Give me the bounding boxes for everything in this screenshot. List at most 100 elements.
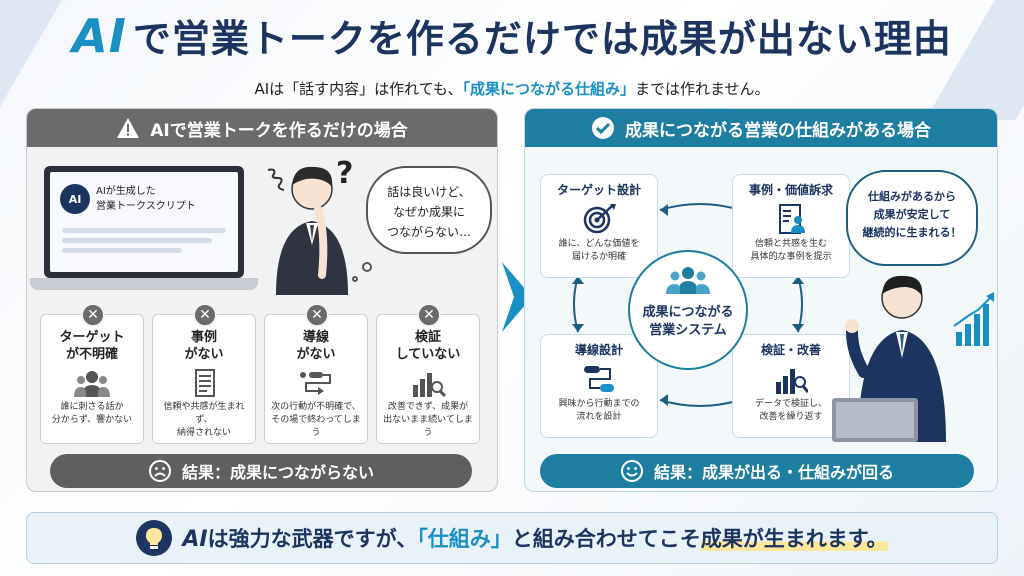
title-ai: AI (72, 9, 127, 63)
laptop-base (30, 278, 258, 290)
chart-search-icon (410, 369, 447, 398)
conclusion-mid: と組み合わせてこそ (511, 527, 701, 551)
flow-design-icon (582, 364, 616, 394)
conclusion-bar: AIは強力な武器ですが、「仕組み」と組み合わせてこそ成果が生まれます。 (26, 512, 998, 564)
subtitle-pre: AIは「話す内容」は作れても、 (254, 80, 463, 98)
target-icon (582, 204, 616, 234)
system-card-title: ターゲット設計 (556, 183, 641, 197)
issue-card-case: ✕ 事例がない 信頼や共感が生まれず、納得されない (152, 303, 256, 444)
issue-title-line: 検証 (414, 330, 441, 345)
system-card-title: 検証・改善 (760, 343, 821, 357)
text-placeholder-line (62, 228, 226, 233)
warning-icon (116, 116, 140, 140)
issue-title-line: ターゲット (59, 330, 125, 345)
x-icon: ✕ (193, 303, 217, 327)
conclusion-quote: 「仕組み」 (417, 527, 512, 551)
issue-desc-line: その場で終わってしまう (271, 415, 361, 438)
laptop-illustration: AI AIが生成した 営業トークスクリプト (30, 166, 258, 292)
lightbulb-icon (136, 520, 173, 556)
profile-document-icon (774, 204, 808, 234)
confident-businessman-illustration (832, 262, 982, 442)
title-text: で営業トークを作るだけでは成果が出ない理由 (132, 17, 952, 61)
text-placeholder-line (62, 248, 182, 253)
laptop-caption-line: AIが生成した (96, 186, 156, 197)
right-result-bar: 結果：成果が出る・仕組みが回る (540, 454, 974, 488)
subtitle-post: までは作れません。 (635, 80, 770, 98)
left-heading-text: AIで営業トークを作るだけの場合 (150, 120, 408, 141)
hub-label-line: 成果につながる (642, 305, 734, 320)
system-card-desc: 信頼と共感を生む (754, 239, 827, 249)
issue-desc-line: 次の行動が不明確で、 (271, 402, 361, 412)
issue-title-line: 事例 (190, 330, 217, 345)
speech-line: 継続的に生まれる！ (862, 226, 962, 239)
issue-desc-line: 分からず、響かない (51, 415, 133, 425)
people-icon (74, 369, 110, 397)
sad-face-icon (148, 459, 172, 483)
check-circle-icon (591, 116, 615, 140)
system-card-flow: 導線設計 興味から行動までの流れを設計 (540, 334, 658, 438)
question-mark: ? (336, 156, 354, 191)
flow-icon (298, 369, 334, 397)
confusion-squiggle (266, 166, 288, 196)
subtitle-highlight: 「成果につながる仕組み」 (462, 80, 635, 98)
speech-line: なぜか成果に (392, 205, 465, 219)
issue-desc-line: 出ないまま続いてしまう (383, 415, 473, 438)
issue-title-line: が不明確 (65, 347, 118, 362)
speech-line: 成果が安定して (873, 208, 951, 221)
speech-line: 話は良いけど、 (387, 185, 471, 199)
x-icon: ✕ (305, 303, 329, 327)
x-icon: ✕ (417, 303, 441, 327)
issue-title-line: がない (184, 347, 224, 362)
conclusion-pre: は強力な武器ですが、 (207, 527, 418, 551)
thought-bubble-dot (362, 262, 372, 272)
smile-face-icon (620, 459, 644, 483)
right-panel-heading: 成果につながる営業の仕組みがある場合 (525, 109, 997, 147)
speech-line: つながらない… (386, 225, 471, 239)
team-icon (630, 266, 746, 298)
issue-desc-line: 納得されない (176, 428, 231, 438)
issue-desc-line: 改善できず、成果が (387, 402, 469, 412)
worry-speech-bubble: 話は良いけど、 なぜか成果に つながらない… (366, 166, 492, 254)
ai-brain-icon: AI (60, 184, 90, 214)
hub-label-line: 営業システム (649, 323, 727, 338)
system-card-case: 事例・価値訴求 信頼と共感を生む具体的な事例を提示 (732, 174, 850, 278)
issue-desc-line: 誰に刺さる話か (60, 402, 124, 412)
transition-arrow-icon (500, 262, 534, 332)
system-card-title: 導線設計 (574, 343, 623, 357)
success-speech-bubble: 仕組みがあるから 成果が安定して 継続的に生まれる！ (846, 170, 978, 266)
growth-chart-icon (952, 292, 996, 352)
chart-magnifier-icon (774, 364, 810, 394)
left-result-bar: 結果：成果につながらない (50, 454, 472, 488)
issue-card-verify: ✕ 検証していない 改善できず、成果が出ないまま続いてしまう (376, 303, 480, 444)
document-icon (186, 369, 222, 397)
system-card-desc: 流れを設計 (576, 412, 622, 422)
system-card-verify: 検証・改善 データで検証し、改善を繰り返す (732, 334, 850, 438)
right-result-text: 結果：成果が出る・仕組みが回る (653, 463, 894, 482)
issue-title-line: がない (296, 347, 336, 362)
issue-desc-line: 信頼や共感が生まれず、 (163, 402, 245, 425)
system-card-desc: 興味から行動までの (558, 399, 640, 409)
speech-line: 仕組みがあるから (868, 190, 956, 203)
text-placeholder-line (62, 238, 212, 243)
sales-system-hub: 成果につながる 営業システム (628, 250, 748, 370)
system-card-desc: データで検証し、 (754, 399, 827, 409)
issue-card-flow: ✕ 導線がない 次の行動が不明確で、その場で終わってしまう (264, 303, 368, 444)
laptop-caption: AIが生成した 営業トークスクリプト (96, 184, 196, 214)
issue-title-line: していない (395, 347, 461, 362)
system-card-desc: 届けるか明確 (571, 252, 626, 262)
conclusion-highlight: 成果が生まれます。 (700, 527, 888, 551)
right-heading-text: 成果につながる営業の仕組みがある場合 (625, 120, 931, 141)
x-icon: ✕ (81, 303, 105, 327)
system-card-desc: 具体的な事例を提示 (750, 252, 832, 262)
issue-card-target: ✕ ターゲットが不明確 誰に刺さる話か分からず、響かない (40, 303, 144, 444)
thought-bubble-dot (352, 276, 358, 282)
system-card-desc: 改善を繰り返す (759, 412, 823, 422)
left-result-text: 結果：成果につながらない (181, 463, 374, 482)
system-card-title: 事例・価値訴求 (748, 183, 833, 197)
left-panel-heading: AIで営業トークを作るだけの場合 (27, 109, 497, 147)
system-card-target: ターゲット設計 誰に、どんな価値を届けるか明確 (540, 174, 658, 278)
system-card-desc: 誰に、どんな価値を (558, 239, 640, 249)
page-subtitle: AIは「話す内容」は作れても、「成果につながる仕組み」までは作れません。 (0, 78, 1024, 99)
thinking-person-illustration (262, 155, 362, 295)
